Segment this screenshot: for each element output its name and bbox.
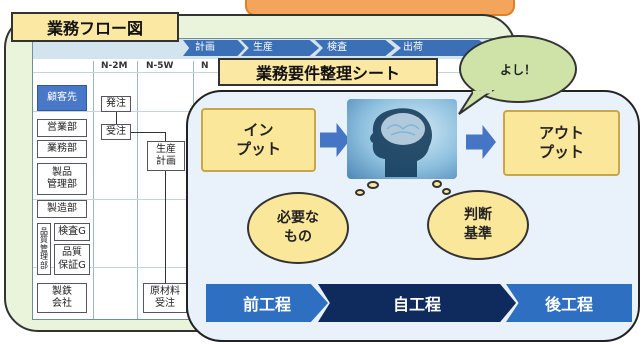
department-inspection: 検査G [54,223,90,241]
task-order-receipt: 受注 [101,124,131,140]
process-previous-label: 前工程 [242,295,291,314]
speech-bubble: よし！ [459,35,577,103]
phase-chevron: 計画 [183,40,245,56]
column-header: N-2M [101,61,128,71]
department-sales: 営業部 [37,119,87,137]
phase-label: 検査 [327,42,347,53]
flow-connector [165,132,166,141]
process-next: 後工程 [506,284,632,322]
department-quality-management: 品 質 管 理 部 [37,223,51,275]
thought-puff [432,180,442,188]
flow-connector [165,171,166,283]
column-header: N [201,61,209,71]
column-header: N-5W [146,61,174,71]
task-order: 発注 [101,96,131,112]
phase-label: 生産 [253,42,273,53]
phase-bar: 計画 生産 検査 出荷 [33,39,501,59]
grid-line [137,61,138,319]
department-customer: 顧客先 [37,85,87,111]
output-box: アウト プット [503,110,620,176]
flow-connector [116,112,117,124]
process-previous: 前工程 [206,284,328,322]
thought-cloud-criteria: 判断 基準 [427,190,529,260]
thought-puff [442,188,451,195]
task-production-plan: 生産 計画 [147,141,185,171]
phase-chevron: 検査 [315,40,395,56]
thought-cloud-needs: 必要な もの [247,192,349,264]
grid-line [93,61,94,319]
requirements-sheet-title: 業務要件整理シート [218,58,438,86]
phase-label: 出荷 [403,42,423,53]
speech-bubble-tail [458,90,495,115]
department-business: 業務部 [37,140,87,158]
phase-label: 計画 [195,42,215,53]
department-quality-assurance: 品質 保証G [54,244,90,275]
flow-diagram-title: 業務フロー図 [11,12,179,42]
process-own: 自工程 [318,284,516,322]
process-next-label: 後工程 [544,295,593,314]
brain-head-icon [347,99,457,179]
thought-puff [367,181,379,189]
department-product-management: 製品 管理部 [37,163,87,195]
input-box: イン プット [201,108,316,172]
task-material-order: 原材料 受注 [143,283,187,313]
department-manufacturing: 製造部 [37,200,87,218]
thought-puff [355,189,365,196]
process-own-label: 自工程 [392,295,441,314]
brain-head-graphic [370,108,432,177]
phase-chevron: 生産 [241,40,319,56]
flow-connector [131,132,165,133]
department-steel-company: 製鉄 会社 [37,283,87,313]
